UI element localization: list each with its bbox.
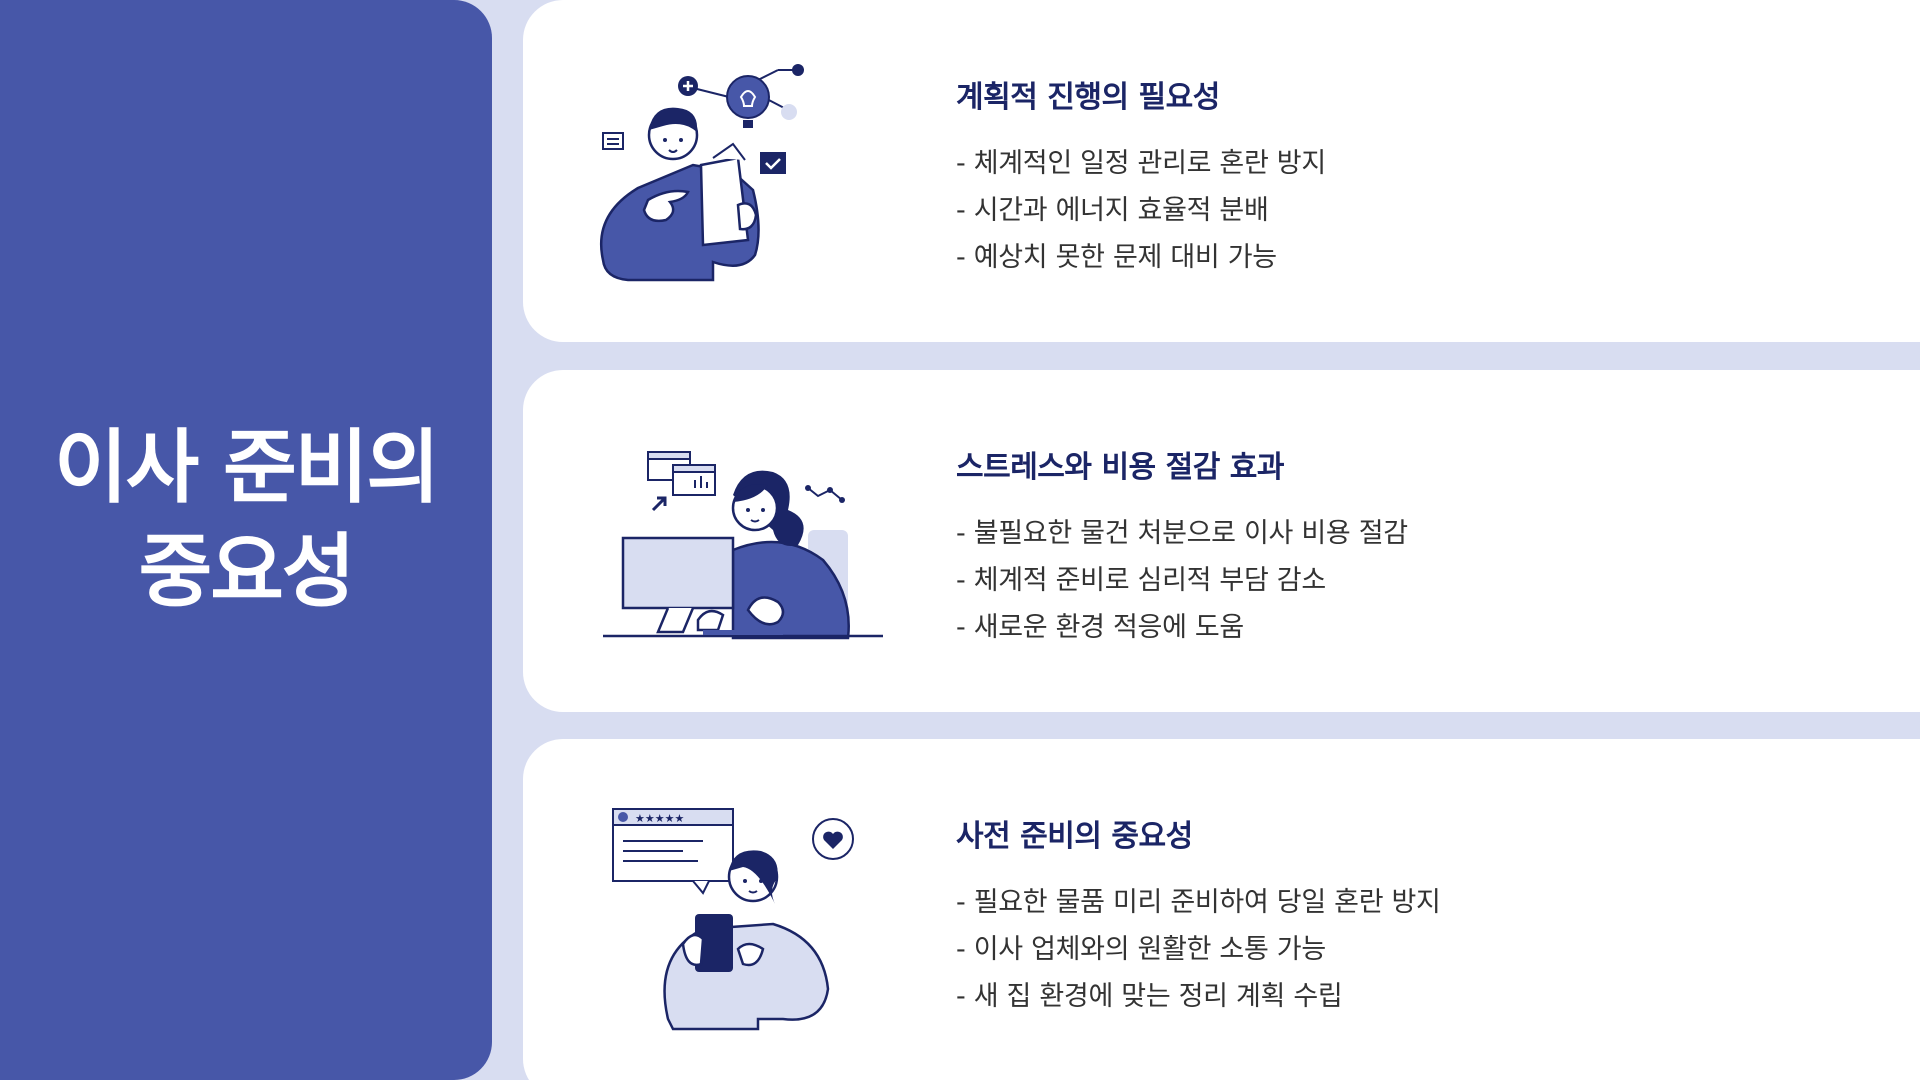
card-preparation: ★★★★★ 사전 준비의 중요성 - 필요한 물품 미리 준비하여 당일 혼란 …	[523, 739, 1920, 1080]
title-panel: 이사 준비의 중요성	[0, 0, 492, 1080]
card-title: 계획적 진행의 필요성	[956, 80, 1220, 115]
svg-text:★★★★★: ★★★★★	[635, 812, 684, 825]
bullet-item: - 시간과 에너지 효율적 분배	[956, 195, 1269, 226]
bullet-item: - 체계적 준비로 심리적 부담 감소	[956, 565, 1326, 596]
bullet-item: - 예상치 못한 문제 대비 가능	[956, 242, 1277, 273]
bullet-item: - 새로운 환경 적응에 도움	[956, 612, 1244, 643]
bullet-item: - 체계적인 일정 관리로 혼란 방지	[956, 148, 1326, 179]
card-title: 사전 준비의 중요성	[956, 819, 1193, 854]
card-planning: 계획적 진행의 필요성 - 체계적인 일정 관리로 혼란 방지 - 시간과 에너…	[523, 0, 1920, 342]
card-savings: 스트레스와 비용 절감 효과 - 불필요한 물건 처분으로 이사 비용 절감 -…	[523, 370, 1920, 712]
card-planning-text: 계획적 진행의 필요성 - 체계적인 일정 관리로 혼란 방지 - 시간과 에너…	[956, 72, 1326, 281]
card-savings-text: 스트레스와 비용 절감 효과 - 불필요한 물건 처분으로 이사 비용 절감 -…	[956, 442, 1408, 651]
bullet-item: - 새 집 환경에 맞는 정리 계획 수립	[956, 981, 1343, 1012]
bullet-item: - 이사 업체와의 원활한 소통 가능	[956, 934, 1326, 965]
computer-person-illustration	[603, 451, 883, 640]
page-title: 이사 준비의 중요성	[54, 421, 440, 618]
phone-person-illustration: ★★★★★	[612, 808, 854, 1031]
bullet-item: - 필요한 물품 미리 준비하여 당일 혼란 방지	[956, 887, 1441, 918]
card-preparation-text: 사전 준비의 중요성 - 필요한 물품 미리 준비하여 당일 혼란 방지 - 이…	[956, 811, 1441, 1020]
reading-person-illustration	[599, 64, 804, 282]
bullet-item: - 불필요한 물건 처분으로 이사 비용 절감	[956, 518, 1408, 549]
card-title: 스트레스와 비용 절감 효과	[956, 450, 1284, 485]
